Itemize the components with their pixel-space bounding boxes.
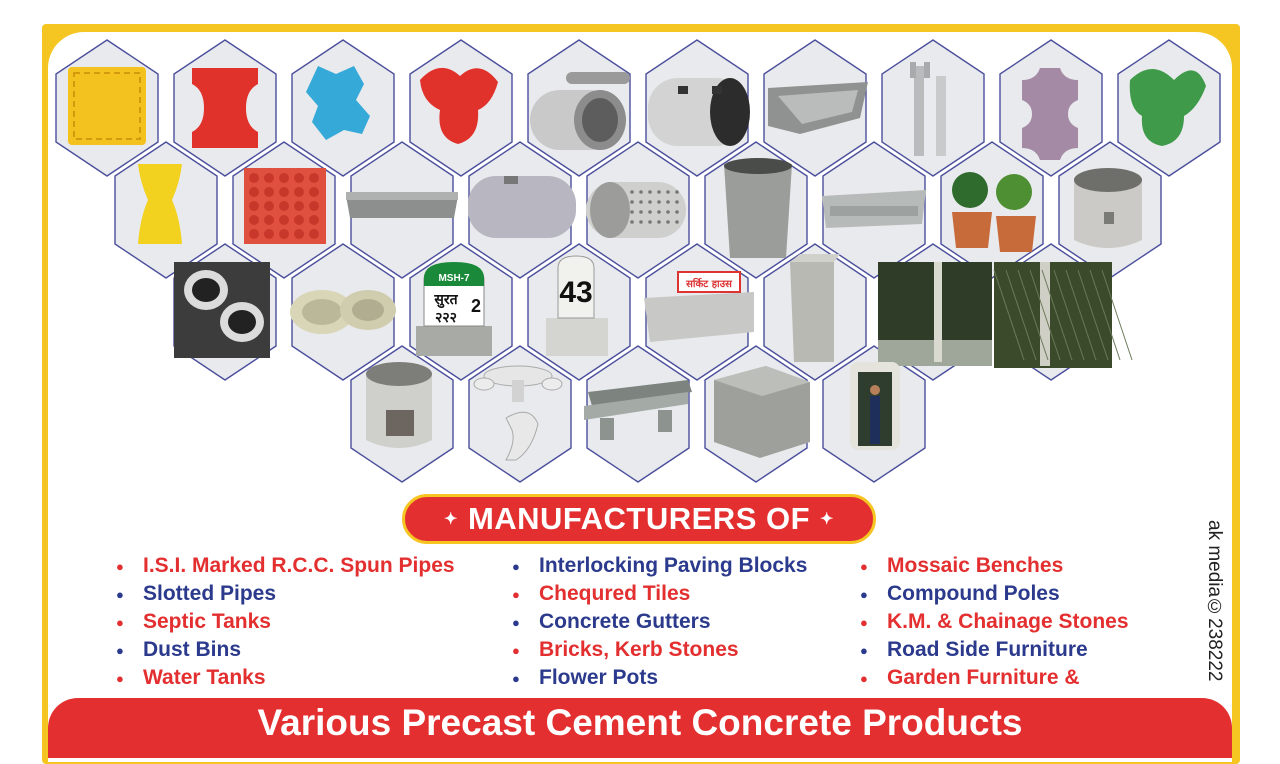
product-name: Road Side Furniture: [887, 638, 1088, 661]
trihex-paver-green-icon: [1129, 69, 1206, 146]
product-list-column-3: ● Mossaic Benches ● Compound Poles ● K.M. & C…: [860, 552, 1129, 692]
product-list-item: ● Mossaic Benches: [860, 552, 1129, 580]
product-name: Interlocking Paving Blocks: [539, 554, 808, 577]
product-list-item: ● Slotted Pipes: [116, 580, 455, 608]
chainage-number-label: 43: [559, 276, 592, 309]
dogbone-paver-yellow-icon: [138, 164, 182, 244]
product-hex-grid: MSH-7 सुरत २२२ 2 43 सर्किट हाउस: [55, 39, 1221, 483]
manufacturers-banner: ✦ MANUFACTURERS OF ✦: [402, 494, 876, 544]
product-name: I.S.I. Marked R.C.C. Spun Pipes: [143, 554, 455, 577]
footer-bar: Various Precast Cement Concrete Products: [48, 698, 1232, 758]
i-shaped-paver-red-icon: [192, 68, 258, 148]
bullet-icon: ●: [116, 558, 124, 574]
septic-tank-icon: [648, 78, 750, 146]
water-tank-ring-icon: [366, 362, 432, 448]
bullet-icon: ●: [860, 558, 868, 574]
product-list-item: ● Septic Tanks: [116, 608, 455, 636]
mossaic-bench-icon: [584, 380, 692, 440]
kerb-pillar-icon: [790, 254, 840, 362]
flower-trough-icon: [822, 190, 926, 228]
compound-pole-icon: [910, 62, 946, 156]
product-name: Bricks, Kerb Stones: [539, 638, 739, 661]
bullet-icon: ●: [512, 586, 520, 602]
flower-pots-icon: [952, 172, 1036, 252]
concrete-gutter-icon: [768, 82, 868, 134]
product-list-item: ● K.M. & Chainage Stones: [860, 608, 1129, 636]
product-list-item: ● Garden Furniture &: [860, 664, 1129, 692]
product-list-item: ● Concrete Gutters: [512, 608, 807, 636]
diamond-icon: ✦: [444, 511, 458, 528]
security-cabin-icon: [850, 362, 900, 450]
product-list-column-1: ● I.S.I. Marked R.C.C. Spun Pipes ● Slotted…: [116, 552, 455, 692]
banner-heading: MANUFACTURERS OF: [467, 501, 811, 536]
product-name: Mossaic Benches: [887, 554, 1064, 577]
product-name: Flower Pots: [539, 666, 659, 689]
zigzag-paver-blue-icon: [306, 66, 370, 140]
product-name: Concrete Gutters: [539, 610, 711, 633]
slotted-pipe-icon: [586, 182, 686, 238]
garden-table-icon: [473, 365, 563, 461]
product-list-column-2: ● Interlocking Paving Blocks ● Chequred Til…: [512, 552, 807, 692]
product-name: K.M. & Chainage Stones: [887, 610, 1129, 633]
milestone-distance-label: २२२: [435, 310, 457, 326]
bullet-icon: ●: [860, 614, 868, 630]
bullet-icon: ●: [116, 670, 124, 686]
concrete-trough-icon: [346, 192, 458, 218]
water-tank-icon: [468, 176, 576, 238]
kerb-stone-icon: [714, 366, 810, 458]
hex-tile: [586, 345, 690, 483]
pipe-stack-icon: [174, 262, 270, 358]
flower-paver-purple-icon: [1022, 68, 1078, 160]
trihex-paver-red-icon: [420, 67, 498, 144]
product-list-item: ● Flower Pots: [512, 664, 807, 692]
product-name: Slotted Pipes: [143, 582, 277, 605]
milestone-town-label: सुरत: [433, 292, 458, 309]
product-name: Chequred Tiles: [539, 582, 691, 605]
km-milestone-icon: MSH-7 सुरत २२२ 2: [416, 262, 492, 356]
product-list-item: ● Interlocking Paving Blocks: [512, 552, 807, 580]
product-list-item: ● Chequred Tiles: [512, 580, 807, 608]
product-list-item: ● Road Side Furniture: [860, 636, 1129, 664]
bullet-icon: ●: [116, 642, 124, 658]
road-board-label: सर्किट हाउस: [685, 277, 733, 290]
product-name: Compound Poles: [887, 582, 1060, 605]
product-list-item: ● I.S.I. Marked R.C.C. Spun Pipes: [116, 552, 455, 580]
footer-title: Various Precast Cement Concrete Products: [257, 702, 1023, 743]
rcc-spun-pipe-icon: [530, 72, 630, 150]
diamond-icon: ✦: [820, 511, 834, 528]
bullet-icon: ●: [860, 670, 868, 686]
paver-block-yellow-icon: [68, 67, 146, 145]
bullet-icon: ●: [512, 558, 520, 574]
bullet-icon: ●: [512, 670, 520, 686]
milestone-number-label: 2: [471, 296, 481, 316]
manhole-ring-icon: [1074, 168, 1142, 248]
milestone-top-label: MSH-7: [438, 273, 470, 284]
chainage-stone-icon: 43: [546, 255, 608, 356]
bullet-icon: ●: [116, 586, 124, 602]
product-name: Dust Bins: [143, 638, 242, 661]
bullet-icon: ●: [512, 614, 520, 630]
bullet-icon: ●: [116, 614, 124, 630]
compound-wall-photo-icon: [878, 262, 992, 366]
bullet-icon: ●: [860, 586, 868, 602]
publisher-credit: ak media©238222: [1204, 520, 1225, 682]
fence-poles-photo-icon: [993, 262, 1133, 368]
product-list-item: ● Bricks, Kerb Stones: [512, 636, 807, 664]
road-side-board-icon: सर्किट हाउस: [644, 271, 754, 342]
manhole-cover-icon: [290, 290, 396, 334]
product-name: Garden Furniture &: [887, 666, 1080, 689]
product-list-item: ● Compound Poles: [860, 580, 1129, 608]
dust-bin-icon: [724, 158, 792, 258]
chequered-tile-red-icon: [244, 168, 326, 244]
bullet-icon: ●: [860, 642, 868, 658]
hex-tile: [881, 39, 985, 177]
product-name: Septic Tanks: [143, 610, 271, 633]
hex-tile: [940, 141, 1044, 279]
product-name: Water Tanks: [143, 666, 266, 689]
bullet-icon: ●: [512, 642, 520, 658]
product-list-item: ● Water Tanks: [116, 664, 455, 692]
product-list-item: ● Dust Bins: [116, 636, 455, 664]
